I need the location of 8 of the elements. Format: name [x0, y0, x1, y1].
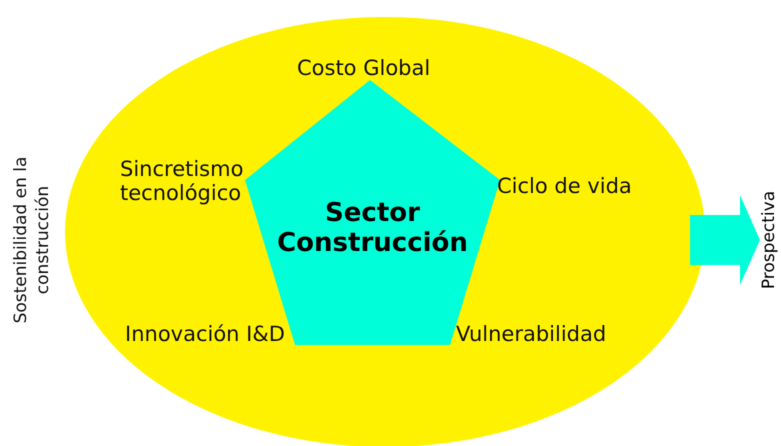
vertex-label: Vulnerabilidad	[456, 322, 608, 346]
center-title: Sector Construcción	[276, 198, 469, 258]
vertex-label: Costo Global	[297, 56, 432, 80]
arrow-label: Prospectiva	[758, 190, 780, 290]
vertex-label: Innovación I&D	[125, 322, 286, 346]
side-heading: Sostenibilidad en la construcción	[10, 156, 54, 326]
vertex-label: Sincretismo tecnológico	[120, 157, 244, 205]
vertex-label: Ciclo de vida	[497, 174, 633, 198]
